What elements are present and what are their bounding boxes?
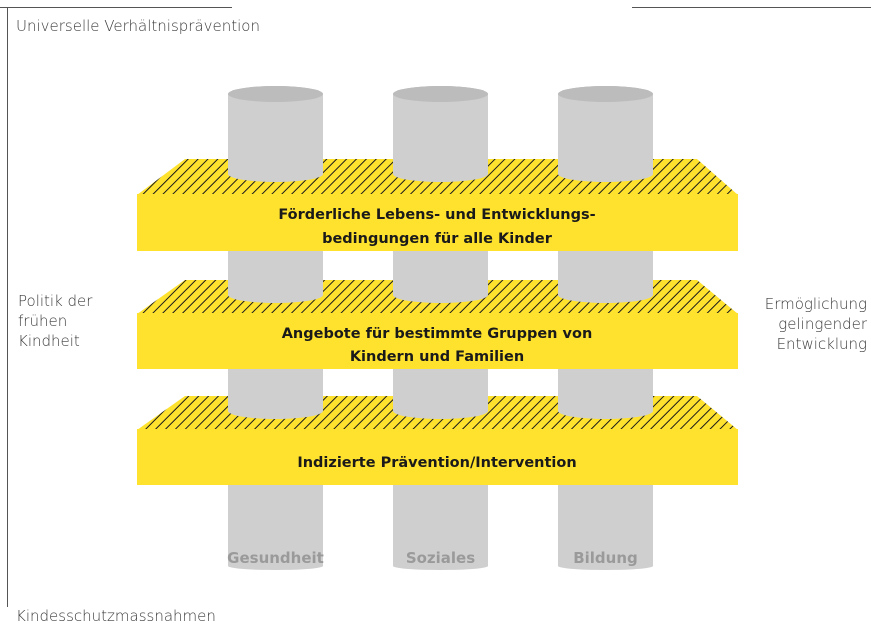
pillar-arc [393,485,488,493]
pillar-overlays [228,86,653,570]
pillar-top [228,86,323,102]
pillar-arc [228,485,323,493]
tier-line: Förderliche Lebens- und Entwicklungs- [278,207,595,223]
pillar-overlay [228,369,323,411]
pillar-label-gesundheit: Gesundheit [227,549,324,567]
left-label-line: frühen [18,312,68,330]
frame-top-line [0,7,232,8]
left-label-line: Kindheit [18,332,80,350]
tier-line: Angebote für bestimmte Gruppen von [282,326,593,342]
bottom-left-label: Kindesschutzmassnahmen [16,607,216,625]
pillar-bottom-arc [228,566,323,570]
tier-front [137,429,738,485]
pillar-label-soziales: Soziales [406,549,475,567]
pillar-arc [228,174,323,182]
left-label-line: Politik der [18,292,93,310]
frame-top-right-line [632,7,871,8]
pillar-arc [558,411,653,419]
pillar-arc [393,295,488,303]
pillar-overlay [393,94,488,174]
right-label-line: Entwicklung [776,335,867,353]
pillar-arc [558,174,653,182]
left-label: Politik der frühen Kindheit [18,291,92,351]
pillar-arc [558,485,653,493]
pillar-top [558,86,653,102]
pillar-arc [393,174,488,182]
tier-front [137,194,738,251]
pillar-overlay [558,94,653,174]
frame-left-line [7,7,8,607]
pillar-overlay [558,369,653,411]
pillar-overlay [558,251,653,295]
pillar-overlay [393,251,488,295]
tier-universal: Förderliche Lebens- und Entwicklungs- be… [137,159,738,251]
tier-line: Kindern und Familien [350,349,524,365]
right-label: Ermöglichung gelingender Entwicklung [765,294,867,354]
tier-line: bedingungen für alle Kinder [322,231,553,247]
pillar-arc [228,411,323,419]
pillar-top [393,86,488,102]
top-left-label: Universelle Verhältnisprävention [16,17,260,35]
tier-line: Indizierte Prävention/Intervention [297,455,576,471]
right-label-line: Ermöglichung [764,295,867,313]
pillar-label-bildung: Bildung [573,549,638,567]
pillar-overlay [228,94,323,174]
pillar-bottom-arc [393,566,488,570]
right-label-line: gelingender [778,315,867,333]
pillar-arc [558,295,653,303]
tier-front [137,313,738,369]
pillar-overlay [393,369,488,411]
pillar-arc [228,295,323,303]
pillar-arc [393,411,488,419]
pillar-overlay [228,251,323,295]
pillar-bottom-arc [558,566,653,570]
